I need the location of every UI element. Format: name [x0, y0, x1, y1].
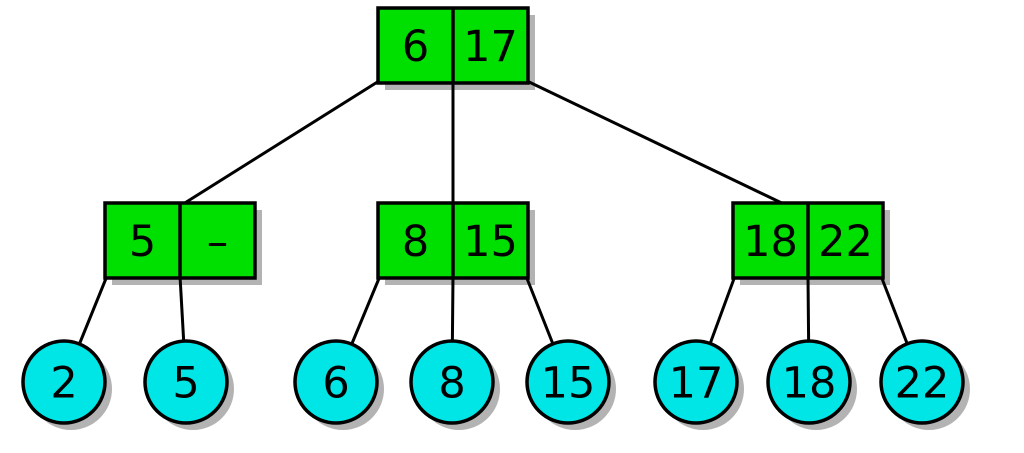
- tree-leaf-15-label: 15: [541, 358, 596, 408]
- tree-leaf-17-label: 17: [669, 358, 724, 408]
- tree-leaf-5-circle: [143, 339, 229, 425]
- tree-leaf-8-label: 8: [438, 358, 465, 408]
- tree-leaf-8-circle: [409, 339, 495, 425]
- tree-leaf-22-label: 22: [895, 358, 950, 408]
- tree-node-5-dash-key-1: –: [207, 217, 229, 267]
- tree-node-6-17-key-0: 6: [402, 22, 429, 72]
- edge-root-to-left-child: [179, 79, 380, 208]
- tree-leaf-18-circle: [766, 339, 852, 425]
- tree-node-18-22-key-1: 22: [818, 217, 873, 267]
- tree-node-8-15-key-1: 15: [463, 217, 518, 267]
- tree-leaf-17-circle: [653, 339, 739, 425]
- tree-leaf-2-circle: [21, 339, 107, 425]
- tree-leaf-6-label: 6: [322, 358, 349, 408]
- tree-node-18-22-key-0: 18: [743, 217, 798, 267]
- tree-node-6-17-key-1: 17: [463, 22, 518, 72]
- tree-node-5-dash-key-0: 5: [129, 217, 156, 267]
- tree-leaf-15-circle: [525, 339, 611, 425]
- edge-root-to-right-child: [526, 79, 789, 208]
- tree-leaf-6-circle: [293, 339, 379, 425]
- tree-node-8-15-key-0: 8: [402, 217, 429, 267]
- tree-leaf-22-circle: [879, 339, 965, 425]
- tree-leaf-18-label: 18: [782, 358, 837, 408]
- tree-leaf-5-label: 5: [172, 358, 199, 408]
- tree-leaf-2-label: 2: [50, 358, 77, 408]
